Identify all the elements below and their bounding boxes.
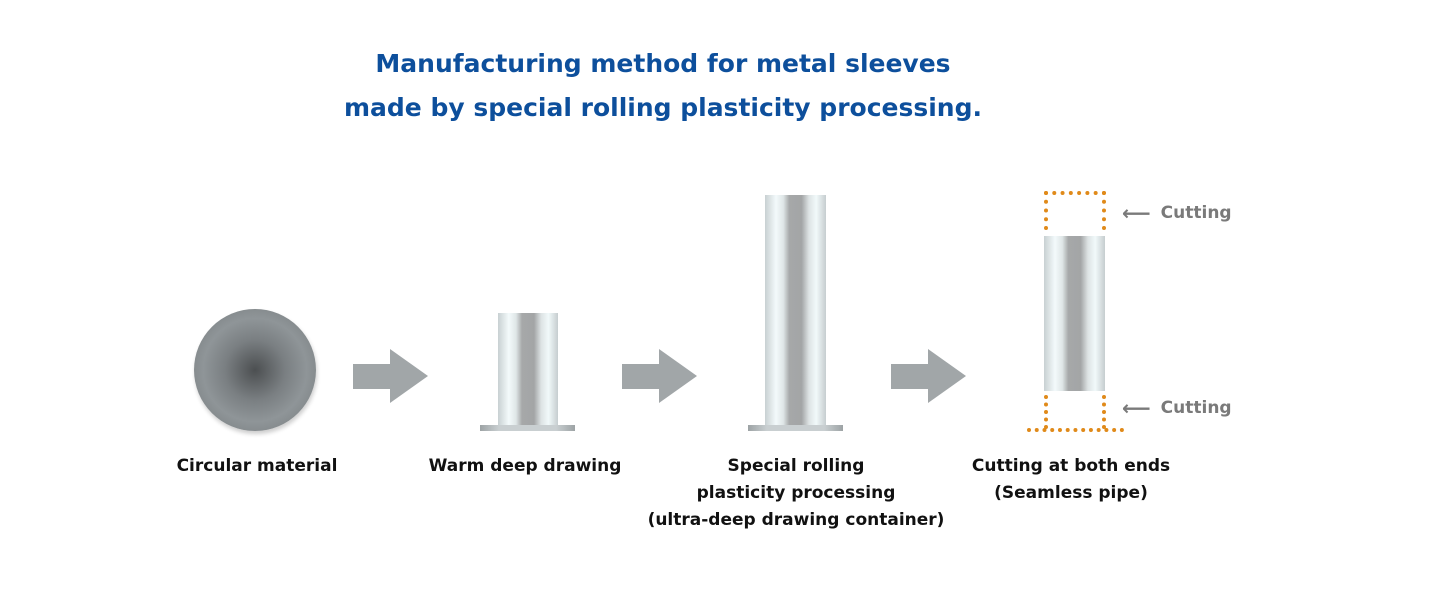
process-arrow-2 xyxy=(622,349,697,403)
label-line: Cutting at both ends xyxy=(971,456,1171,476)
step-label-warm-deep-drawing: Warm deep drawing xyxy=(365,453,685,480)
cut-off-top-outline xyxy=(1044,191,1106,230)
process-arrow-1 xyxy=(353,349,428,403)
cutting-bottom-label: ⟵ Cutting xyxy=(1122,396,1232,420)
cutting-top-label: ⟵ Cutting xyxy=(1122,201,1232,225)
step-label-special-rolling: Special rolling plasticity processing (u… xyxy=(636,453,956,534)
cutting-bottom-text: Cutting xyxy=(1160,398,1232,418)
label-line: Circular material xyxy=(176,456,338,476)
label-line: plasticity processing xyxy=(696,483,896,503)
warm-drawn-cup xyxy=(498,313,558,426)
arrow-left-icon: ⟵ xyxy=(1122,396,1151,420)
seamless-pipe xyxy=(1044,236,1105,391)
ultra-deep-container-flange xyxy=(748,425,843,431)
arrow-left-icon: ⟵ xyxy=(1122,201,1151,225)
step-label-cutting-both-ends: Cutting at both ends (Seamless pipe) xyxy=(911,453,1231,507)
circular-material-disc xyxy=(194,309,316,431)
warm-drawn-cup-flange xyxy=(480,425,575,431)
cut-off-bottom-line xyxy=(1027,428,1124,432)
label-line: (Seamless pipe) xyxy=(994,483,1148,503)
cut-off-bottom-outline xyxy=(1044,395,1106,429)
title-line-1: Manufacturing method for metal sleeves xyxy=(375,49,951,78)
title-line-2: made by special rolling plasticity proce… xyxy=(343,93,982,122)
cutting-top-text: Cutting xyxy=(1160,203,1232,223)
process-arrow-3 xyxy=(891,349,966,403)
ultra-deep-container xyxy=(765,195,826,426)
diagram-title: Manufacturing method for metal sleeves m… xyxy=(0,42,1326,130)
label-line: Special rolling xyxy=(727,456,865,476)
label-line: (ultra-deep drawing container) xyxy=(647,510,945,530)
step-label-circular-material: Circular material xyxy=(97,453,417,480)
label-line: Warm deep drawing xyxy=(428,456,622,476)
